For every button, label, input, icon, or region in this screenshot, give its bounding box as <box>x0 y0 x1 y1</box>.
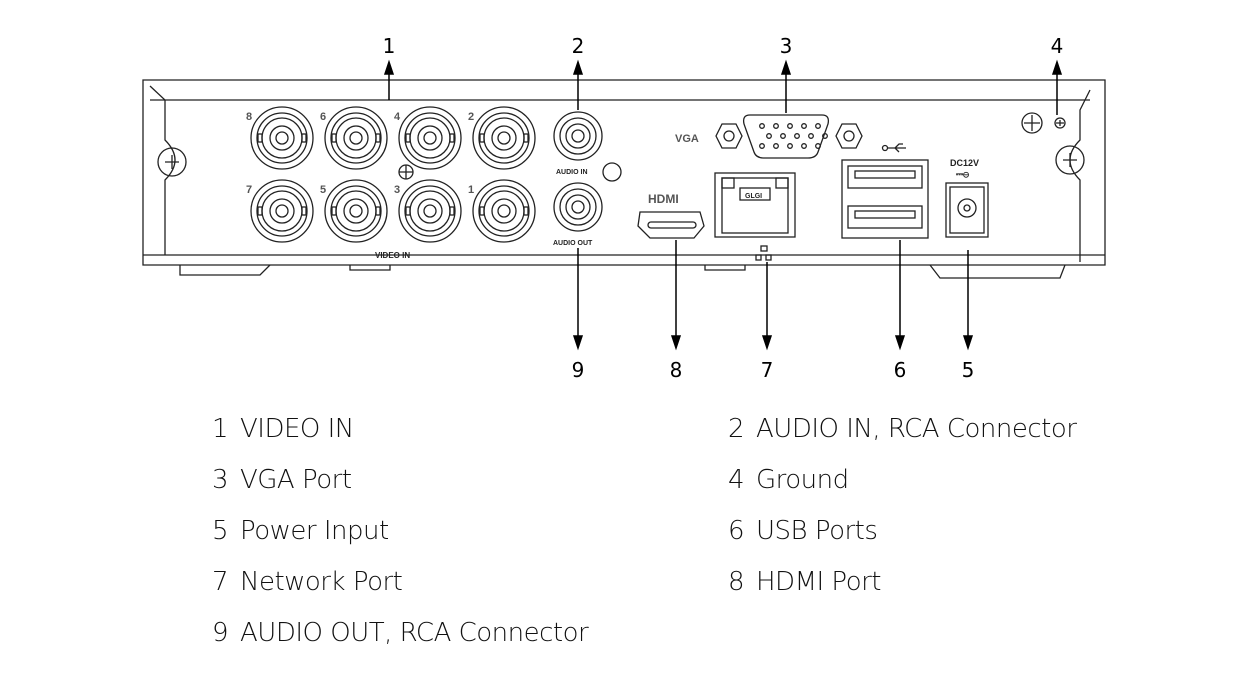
svg-text:8: 8 <box>670 358 683 382</box>
network-port <box>714 172 796 238</box>
legend-label: Network Port <box>240 567 403 597</box>
bnc-channel-number: 4 <box>394 111 401 123</box>
network-led-label: GLGI <box>745 193 762 200</box>
power-input-jack <box>945 182 989 238</box>
bnc-channel-number: 5 <box>320 184 326 196</box>
legend-label: AUDIO OUT, RCA Connector <box>240 618 589 648</box>
bnc-connector: 1 <box>468 179 536 243</box>
legend-number: 7 <box>212 567 229 597</box>
legend-label: Ground <box>756 465 849 495</box>
legend-number: 4 <box>728 465 745 495</box>
callout-6: 6 <box>894 240 907 382</box>
bnc-connector: 8 <box>246 106 314 170</box>
dc-label: DC12V <box>950 158 979 168</box>
svg-text:2: 2 <box>572 34 585 58</box>
callout-5: 5 <box>962 250 975 382</box>
ground-screw-icon <box>1021 112 1066 134</box>
legend-number: 5 <box>212 516 229 546</box>
legend-item: 2 AUDIO IN, RCA Connector <box>728 414 1077 444</box>
bnc-channel-number: 1 <box>468 184 474 196</box>
legend-label: VIDEO IN <box>240 414 354 444</box>
callout-3: 3 <box>780 34 793 113</box>
callout-7: 7 <box>761 262 774 382</box>
bnc-channel-number: 8 <box>246 111 252 123</box>
screw-icon <box>602 162 622 182</box>
legend-item: 9 AUDIO OUT, RCA Connector <box>212 618 589 648</box>
chassis <box>142 79 1106 279</box>
screw-icon <box>1055 145 1085 175</box>
usb-ports <box>841 159 929 239</box>
bnc-connector: 5 <box>320 179 388 243</box>
legend-number: 3 <box>212 465 229 495</box>
screw-icon <box>157 147 187 177</box>
legend-item: 1 VIDEO IN <box>212 414 354 444</box>
legend-label: USB Ports <box>756 516 878 546</box>
callout-2: 2 <box>572 34 585 110</box>
audio-out-rca <box>553 182 603 232</box>
svg-text:6: 6 <box>894 358 907 382</box>
bnc-channel-number: 7 <box>246 184 252 196</box>
rear-panel-diagram: 8 6 4 2 7 5 3 1 VIDEO IN AUDIO IN AUDIO OUT VGA… <box>142 34 1106 382</box>
hdmi-port <box>637 211 705 239</box>
bnc-connector: 3 <box>394 179 462 243</box>
legend-item: 8 HDMI Port <box>728 567 881 597</box>
svg-text:3: 3 <box>780 34 793 58</box>
bnc-channel-number: 3 <box>394 184 400 196</box>
vga-pins <box>759 123 828 149</box>
legend-item: 5 Power Input <box>212 516 389 546</box>
bnc-connector: 7 <box>246 179 314 243</box>
legend-item: 6 USB Ports <box>728 516 878 546</box>
legend-label: Power Input <box>240 516 389 546</box>
callout-1: 1 <box>383 34 396 100</box>
legend-label: HDMI Port <box>756 567 881 597</box>
callout-8: 8 <box>670 240 683 382</box>
legend-number: 1 <box>212 414 229 444</box>
video-in-bnc-group: 8 6 4 2 7 5 3 1 <box>246 106 536 243</box>
video-in-label: VIDEO IN <box>375 251 410 260</box>
vga-port <box>742 114 830 159</box>
svg-text:9: 9 <box>572 358 585 382</box>
svg-text:1: 1 <box>383 34 396 58</box>
legend-number: 6 <box>728 516 745 546</box>
polarity-icon: ⎓⊖ <box>956 169 969 179</box>
vga-standoff <box>835 123 863 149</box>
legend-label: VGA Port <box>240 465 352 495</box>
ground-mark-icon <box>399 165 413 179</box>
legend-item: 3 VGA Port <box>212 465 352 495</box>
legend-label: AUDIO IN, RCA Connector <box>756 414 1077 444</box>
vga-label: VGA <box>675 133 699 145</box>
legend-number: 2 <box>728 414 745 444</box>
audio-in-rca <box>553 111 603 161</box>
bnc-connector: 2 <box>468 106 536 170</box>
legend-item: 4 Ground <box>728 465 849 495</box>
svg-text:7: 7 <box>761 358 774 382</box>
vga-standoff <box>715 123 743 149</box>
svg-text:5: 5 <box>962 358 975 382</box>
svg-text:4: 4 <box>1051 34 1064 58</box>
network-icon <box>755 245 772 261</box>
legend-number: 9 <box>212 618 229 648</box>
audio-out-label: AUDIO OUT <box>553 240 593 247</box>
legend-number: 8 <box>728 567 745 597</box>
legend-item: 7 Network Port <box>212 567 403 597</box>
callout-9: 9 <box>572 248 585 382</box>
audio-in-label: AUDIO IN <box>556 169 588 176</box>
bnc-connector: 4 <box>394 106 462 170</box>
bnc-channel-number: 6 <box>320 111 326 123</box>
hdmi-logo: HDMI <box>648 192 679 206</box>
bnc-channel-number: 2 <box>468 111 474 123</box>
callout-4: 4 <box>1051 34 1064 115</box>
usb-icon <box>881 143 906 153</box>
bnc-connector: 6 <box>320 106 388 170</box>
